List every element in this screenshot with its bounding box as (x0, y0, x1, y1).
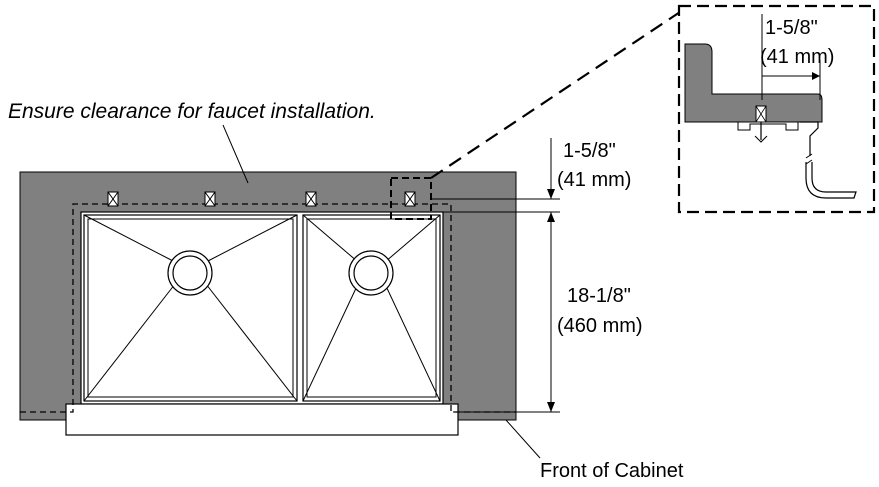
clearance-note: Ensure clearance for faucet installation… (8, 100, 376, 123)
front-of-cabinet-label: Front of Cabinet (540, 460, 684, 482)
detail-dim-metric: (41 mm) (760, 46, 834, 68)
depth-dim-imperial: 18-1/8" (567, 285, 631, 307)
drain-circle-icon (348, 250, 394, 296)
x-box-clip-icon (404, 191, 416, 207)
x-box-clip-icon (204, 191, 216, 207)
detail-leader-line (430, 11, 681, 179)
cabinet-outline (20, 203, 516, 413)
depth-dim-metric: (460 mm) (557, 315, 643, 337)
x-box-clip-icon (305, 191, 317, 207)
top-dim-metric: (41 mm) (557, 169, 631, 191)
top-dimension (430, 138, 560, 213)
front-leader-line (505, 419, 541, 459)
left-bowl (83, 214, 298, 402)
x-box-clip-icon (107, 191, 119, 207)
sink-front-panel (65, 403, 459, 436)
detail-dim-imperial: 1-5/8" (765, 17, 818, 39)
top-dim-imperial: 1-5/8" (563, 140, 616, 162)
depth-dimension (453, 212, 560, 413)
detail-inset (677, 4, 876, 214)
drain-circle-icon (167, 250, 213, 296)
right-bowl (302, 214, 441, 402)
note-leader-line (222, 124, 249, 184)
